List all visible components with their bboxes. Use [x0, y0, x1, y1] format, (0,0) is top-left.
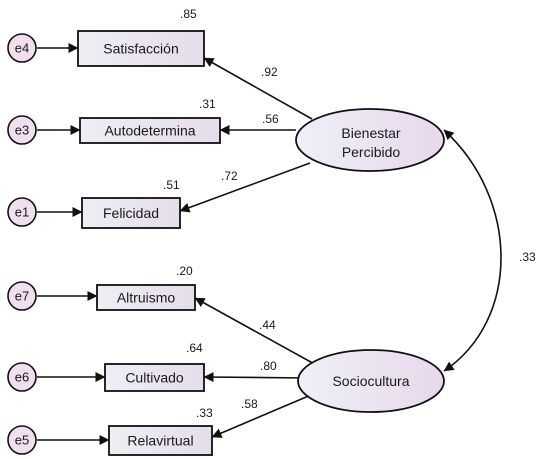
- arrow-bienestar-satisfaccion: [203, 57, 313, 120]
- indicator-cultivado: Cultivado: [104, 363, 205, 392]
- latent-label-line1: Bienestar: [341, 125, 400, 141]
- loading-satisfaccion: .92: [261, 65, 278, 79]
- indicator-relavirtual: Relavirtual: [108, 425, 213, 456]
- covariance-value: .33: [519, 250, 536, 264]
- indicator-felicidad: Felicidad: [81, 197, 181, 229]
- latent-label-line2: Percibido: [342, 144, 401, 160]
- loading-relavirtual: .58: [241, 397, 258, 411]
- loading-cultivado: .80: [260, 359, 277, 373]
- error-label: e6: [15, 370, 29, 385]
- arrow-sociocultura-relavirtual: [211, 391, 319, 438]
- error-label: e3: [15, 123, 29, 138]
- r2-autodetermina: .31: [199, 97, 216, 111]
- indicator-label: Cultivado: [125, 370, 184, 386]
- arrow-sociocultura-altruismo: [194, 297, 319, 367]
- r2-felicidad: .51: [163, 178, 180, 192]
- loading-felicidad: .72: [221, 169, 238, 183]
- r2-relavirtual: .33: [196, 406, 213, 420]
- latent-sociocultura: Sociocultura: [297, 349, 445, 413]
- arrow-sociocultura-cultivado: [203, 372, 310, 383]
- indicator-label: Felicidad: [103, 205, 159, 221]
- error-label: e1: [15, 205, 29, 220]
- loading-altruismo: .44: [259, 318, 276, 332]
- error-label: e4: [15, 41, 29, 56]
- indicator-label: Altruismo: [117, 290, 176, 306]
- r2-altruismo: .20: [176, 264, 193, 278]
- error-label: e7: [15, 289, 29, 304]
- error-e1: e1: [7, 197, 37, 227]
- latent-label: Sociocultura: [332, 373, 409, 389]
- indicator-label: Satisfacción: [103, 41, 178, 57]
- error-e4: e4: [7, 33, 37, 63]
- error-e5: e5: [7, 425, 37, 455]
- error-e3: e3: [7, 115, 37, 145]
- r2-cultivado: .64: [186, 341, 203, 355]
- covariance-arc: [443, 129, 502, 372]
- latent-bienestar-percibido: Bienestar Percibido: [295, 108, 445, 172]
- indicator-label: Autodetermina: [104, 123, 195, 139]
- loading-autodetermina: .56: [262, 112, 279, 126]
- error-e7: e7: [7, 281, 37, 311]
- indicator-label: Relavirtual: [127, 433, 193, 449]
- indicator-altruismo: Altruismo: [96, 284, 196, 311]
- arrow-bienestar-felicidad: [179, 162, 311, 213]
- error-label: e5: [15, 433, 29, 448]
- indicator-autodetermina: Autodetermina: [79, 117, 221, 144]
- indicator-satisfaccion: Satisfacción: [77, 30, 205, 67]
- r2-satisfaccion: .85: [180, 7, 197, 21]
- error-e6: e6: [7, 362, 37, 392]
